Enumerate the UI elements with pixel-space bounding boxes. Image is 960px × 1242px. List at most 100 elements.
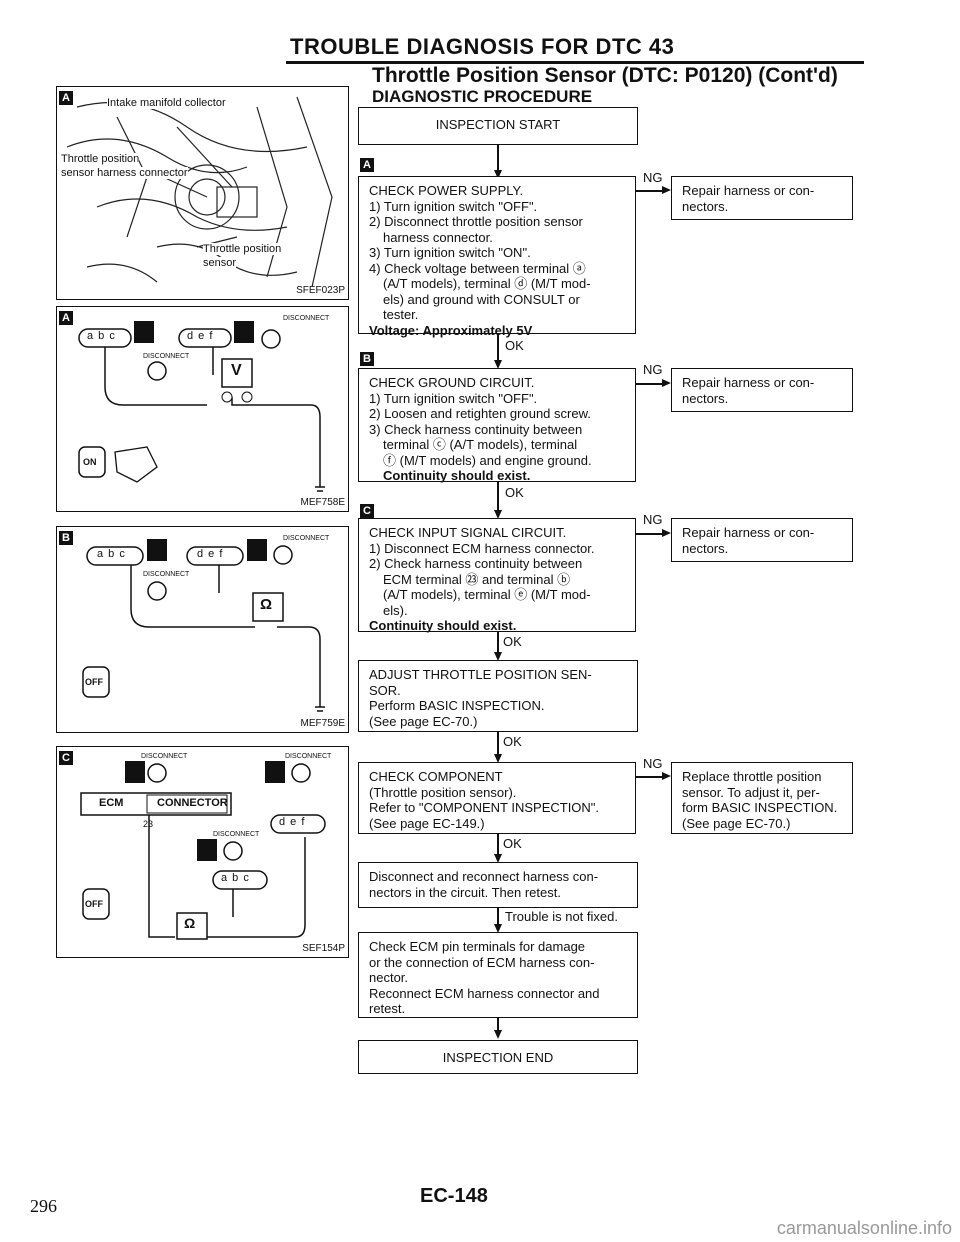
flow-arrow xyxy=(662,379,671,387)
disconnect-label: DISCONNECT xyxy=(141,753,188,760)
step-spec: Continuity should exist. xyxy=(369,618,517,633)
connector-pins-right: d e f xyxy=(197,548,224,560)
ignition-switch-label: OFF xyxy=(85,677,103,687)
step-line: nector. xyxy=(369,970,409,985)
result-line: nectors. xyxy=(682,198,729,214)
result-line: (See page EC-70.) xyxy=(682,815,791,831)
figure-label: Throttle position xyxy=(61,153,140,165)
step-adjust-sensor: ADJUST THROTTLE POSITION SEN- SOR. Perfo… xyxy=(358,660,638,732)
flow-arrow xyxy=(494,924,502,933)
flow-arrow xyxy=(662,772,671,780)
flow-arrow xyxy=(662,186,671,194)
connector-label: CONNECTOR xyxy=(157,797,228,809)
step-line: 2) Check harness continuity between xyxy=(369,556,583,571)
ecm-label: ECM xyxy=(99,797,124,809)
figure-ground-check: B a b c d e f DISCONNECT DISCONNECT Ω OF… xyxy=(56,526,349,733)
ok-label: OK xyxy=(505,485,524,500)
result-line: nectors. xyxy=(682,540,729,556)
step-line: ADJUST THROTTLE POSITION SEN- xyxy=(369,667,592,682)
terminal-number: 23 xyxy=(143,819,154,829)
voltage-circuit-diagram xyxy=(78,321,325,492)
step-ground-circuit: CHECK GROUND CIRCUIT. 1) Turn ignition s… xyxy=(358,368,636,483)
connector-pins-right: d e f xyxy=(187,330,214,342)
figure-code: SFEF023P xyxy=(296,285,345,296)
step-marker-c: C xyxy=(360,504,374,518)
flow-arrow xyxy=(494,1030,502,1039)
flow-connector xyxy=(497,732,499,756)
figure-code: MEF759E xyxy=(300,718,345,729)
connector-pins-left: a b c xyxy=(221,872,250,884)
step-line: 2) Loosen and retighten ground screw. xyxy=(369,406,591,421)
step-line: ECM terminal ㉓ and terminal ⓑ xyxy=(383,571,571,587)
result-line: form BASIC INSPECTION. xyxy=(682,800,838,815)
result-line: Repair harness or con- xyxy=(682,375,815,390)
flow-arrow xyxy=(494,854,502,863)
ok-label: OK xyxy=(503,734,522,749)
flow-connector xyxy=(497,482,499,512)
step-line: els). xyxy=(383,602,408,618)
step-line: CHECK POWER SUPPLY. xyxy=(369,183,524,198)
figure-marker: C xyxy=(59,751,73,765)
step-line: (See page EC-149.) xyxy=(369,815,485,831)
result-repair-c: Repair harness or con- nectors. xyxy=(671,518,853,562)
step-line: terminal ⓒ (A/T models), terminal xyxy=(383,437,578,452)
figure-label: Throttle position xyxy=(203,243,282,255)
figure-marker: B xyxy=(59,531,73,545)
disconnect-label: DISCONNECT xyxy=(283,315,330,322)
step-line: CHECK COMPONENT xyxy=(369,769,503,784)
page-subtitle: Throttle Position Sensor (DTC: P0120) (C… xyxy=(372,64,838,87)
step-check-ecm: Check ECM pin terminals for damage or th… xyxy=(358,932,638,1018)
step-line: Check ECM pin terminals for damage xyxy=(369,939,586,954)
step-line: 1) Turn ignition switch "OFF". xyxy=(369,390,538,406)
connector-pins-left: a b c xyxy=(87,330,116,342)
step-line: Refer to "COMPONENT INSPECTION". xyxy=(369,800,600,815)
step-line: nectors in the circuit. Then retest. xyxy=(369,884,561,900)
title-rule xyxy=(286,61,864,64)
result-replace-sensor: Replace throttle position sensor. To adj… xyxy=(671,762,853,834)
step-power-supply: CHECK POWER SUPPLY. 1) Turn ignition swi… xyxy=(358,176,636,338)
page-code: EC-148 xyxy=(420,1185,488,1207)
step-line: CHECK GROUND CIRCUIT. xyxy=(369,375,535,390)
flow-connector xyxy=(497,145,499,171)
ng-label: NG xyxy=(643,362,663,377)
connector-pins-left: a b c xyxy=(97,548,126,560)
step-line: (See page EC-70.) xyxy=(369,713,478,729)
step-line: Reconnect ECM harness connector and xyxy=(369,985,600,1001)
step-line: or the connection of ECM harness con- xyxy=(369,954,595,970)
figure-marker: A xyxy=(59,91,73,105)
figure-sensor-location: A Intake manifold collector Throttle pos… xyxy=(56,86,349,300)
disconnect-label: DISCONNECT xyxy=(285,753,332,760)
flow-connector xyxy=(636,190,664,192)
ohmmeter-label: Ω xyxy=(184,915,196,931)
disconnect-label: DISCONNECT xyxy=(143,353,190,360)
step-line: 1) Disconnect ECM harness connector. xyxy=(369,540,595,556)
figure-code: MEF758E xyxy=(300,497,345,508)
step-line: (A/T models), terminal ⓓ (M/T mod- xyxy=(383,276,591,291)
flow-connector xyxy=(497,834,499,856)
result-line: nectors. xyxy=(682,390,729,406)
step-line: 2) Disconnect throttle position sensor xyxy=(369,214,583,229)
page-number: 296 xyxy=(30,1196,57,1216)
step-marker-b: B xyxy=(360,352,374,366)
step-line: (Throttle position sensor). xyxy=(369,784,517,800)
result-line: sensor. To adjust it, per- xyxy=(682,784,820,800)
flow-connector xyxy=(636,383,664,385)
section-heading: DIAGNOSTIC PROCEDURE xyxy=(372,87,593,106)
step-line: (A/T models), terminal ⓔ (M/T mod- xyxy=(383,587,591,602)
step-line: SOR. xyxy=(369,682,401,698)
step-spec: Continuity should exist. xyxy=(383,468,531,483)
flow-connector xyxy=(497,632,499,654)
figure-label: Intake manifold collector xyxy=(107,97,226,109)
ignition-switch-label: OFF xyxy=(85,899,103,909)
step-line: ⓕ (M/T models) and engine ground. xyxy=(383,452,592,468)
result-repair-a: Repair harness or con- nectors. xyxy=(671,176,853,220)
flow-arrow xyxy=(494,360,502,369)
step-line: harness connector. xyxy=(383,229,493,245)
figure-code: SEF154P xyxy=(302,943,345,954)
page-title: TROUBLE DIAGNOSIS FOR DTC 43 xyxy=(290,34,675,59)
not-fixed-label: Trouble is not fixed. xyxy=(505,909,618,924)
flow-connector xyxy=(497,1018,499,1034)
step-check-component: CHECK COMPONENT (Throttle position senso… xyxy=(358,762,636,834)
result-line: Replace throttle position xyxy=(682,769,822,784)
result-line: Repair harness or con- xyxy=(682,525,815,540)
